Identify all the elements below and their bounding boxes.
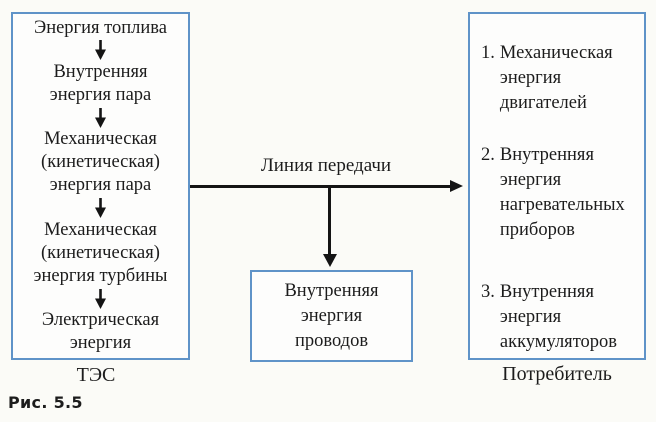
transmission-line — [190, 185, 451, 188]
energy-step: Механическая (кинетическая) энергия пара — [41, 129, 160, 196]
transmission-label: Линия передачи — [260, 155, 392, 176]
right-arrowhead-icon — [450, 180, 463, 192]
tes-label: ТЭС — [76, 364, 116, 386]
down-arrow-icon — [93, 40, 108, 61]
energy-step: Механическая (кинетическая) энергия турб… — [33, 219, 168, 286]
down-arrowhead-icon — [322, 254, 337, 267]
energy-step: Электрическая энергия — [41, 310, 160, 354]
figure-caption: Рис. 5.5 — [8, 393, 83, 412]
wires-text: Внутренняя энергия проводов — [284, 280, 379, 351]
item-number: 2. — [481, 145, 495, 165]
branch-line — [328, 186, 331, 255]
down-arrow-icon — [93, 288, 108, 309]
energy-step: Внутренняя энергия пара — [49, 62, 152, 106]
down-arrow-icon — [93, 107, 108, 128]
item-text: Механическая энергия двигателей — [499, 43, 613, 113]
item-number: 1. — [481, 43, 495, 63]
energy-step: Энергия топлива — [33, 17, 168, 38]
consumer-item: 1.Механическая энергия двигателей — [481, 41, 640, 116]
down-arrow-icon — [93, 198, 108, 219]
item-text: Внутренняя энергия нагревательных прибор… — [499, 145, 625, 240]
item-number: 3. — [481, 282, 495, 302]
consumer-label: Потребитель — [502, 363, 612, 385]
wires-box: Внутренняя энергия проводов — [250, 270, 413, 362]
consumer-item: 3.Внутренняя энергия аккумуляторов — [481, 280, 640, 355]
consumer-item: 2.Внутренняя энергия нагревательных приб… — [481, 143, 640, 243]
item-text: Внутренняя энергия аккумуляторов — [499, 282, 618, 352]
